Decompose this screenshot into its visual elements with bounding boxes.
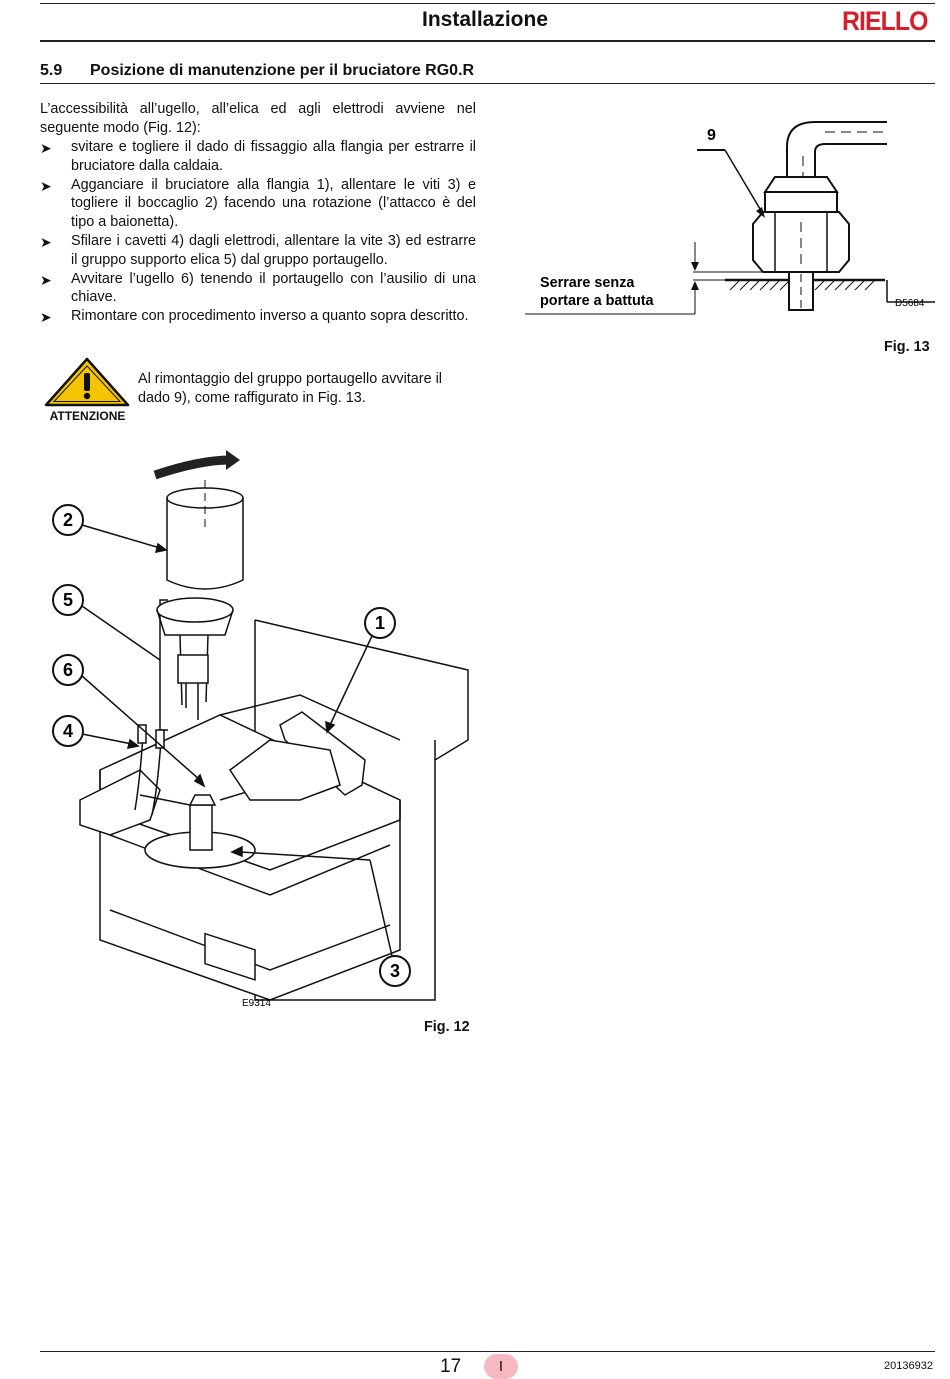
fig12-callout-2: 2: [63, 510, 73, 530]
fig13-nut-diagram: 9 Serrare senza portare a battuta D5684: [525, 121, 935, 315]
fig12-callout-3: 3: [390, 961, 400, 981]
steps-list: ➤svitare e togliere il dado di fissaggio…: [40, 138, 476, 326]
header-title: Installazione: [421, 8, 549, 31]
fig12-callout-4: 4: [63, 721, 73, 741]
warning-triangle-icon: [44, 357, 130, 407]
intro-paragraph: L’accessibilità all’ugello, all’elica ed…: [40, 101, 476, 136]
fig12-drawing-code: E9314: [242, 998, 271, 1009]
section-title-text: Posizione di manutenzione per il bruciat…: [90, 62, 475, 79]
page-number: 17: [440, 1356, 462, 1377]
arrow-bullet-icon: ➤: [40, 140, 52, 156]
riello-logo: RIELLO: [842, 6, 928, 36]
fig13-note-line2: portare a battuta: [540, 293, 655, 309]
language-badge: I: [484, 1354, 518, 1379]
list-item: ➤Sfilare i cavetti 4) dagli elettrodi, a…: [40, 232, 476, 268]
list-item: ➤Rimontare con procedimento inverso a qu…: [40, 308, 469, 326]
document-code: 20136932: [884, 1360, 933, 1372]
arrow-bullet-icon: ➤: [40, 233, 52, 250]
fig13-callout-9: 9: [707, 127, 716, 144]
fig12-caption: Fig. 12: [424, 1019, 470, 1035]
fig12-callout-6: 6: [63, 660, 73, 680]
arrow-bullet-icon: ➤: [40, 271, 52, 288]
section-number: 5.9: [40, 62, 63, 79]
warning-label: ATTENZIONE: [49, 409, 126, 423]
fig12-callout-5: 5: [63, 590, 73, 610]
fig13-note-line1: Serrare senza: [540, 275, 635, 291]
list-item: ➤svitare e togliere il dado di fissaggio…: [40, 139, 476, 174]
arrow-bullet-icon: ➤: [40, 177, 52, 194]
list-item: ➤Avvitare l’ugello 6) tenendo il portaug…: [40, 270, 476, 306]
fig13-drawing-code: D5684: [895, 298, 925, 309]
fig13-caption: Fig. 13: [884, 339, 930, 355]
arrow-bullet-icon: ➤: [40, 309, 52, 326]
list-item: ➤Agganciare il bruciatore alla flangia 1…: [40, 176, 476, 231]
fig12-burner-diagram: 2 5 6 4 1 3 E9314: [52, 450, 469, 1009]
fig12-callout-1: 1: [375, 613, 385, 633]
section-title: 5.9 Posizione di manutenzione per il bruc…: [40, 62, 474, 80]
warning-text: Al rimontaggio del gruppo portaugello av…: [138, 371, 442, 406]
